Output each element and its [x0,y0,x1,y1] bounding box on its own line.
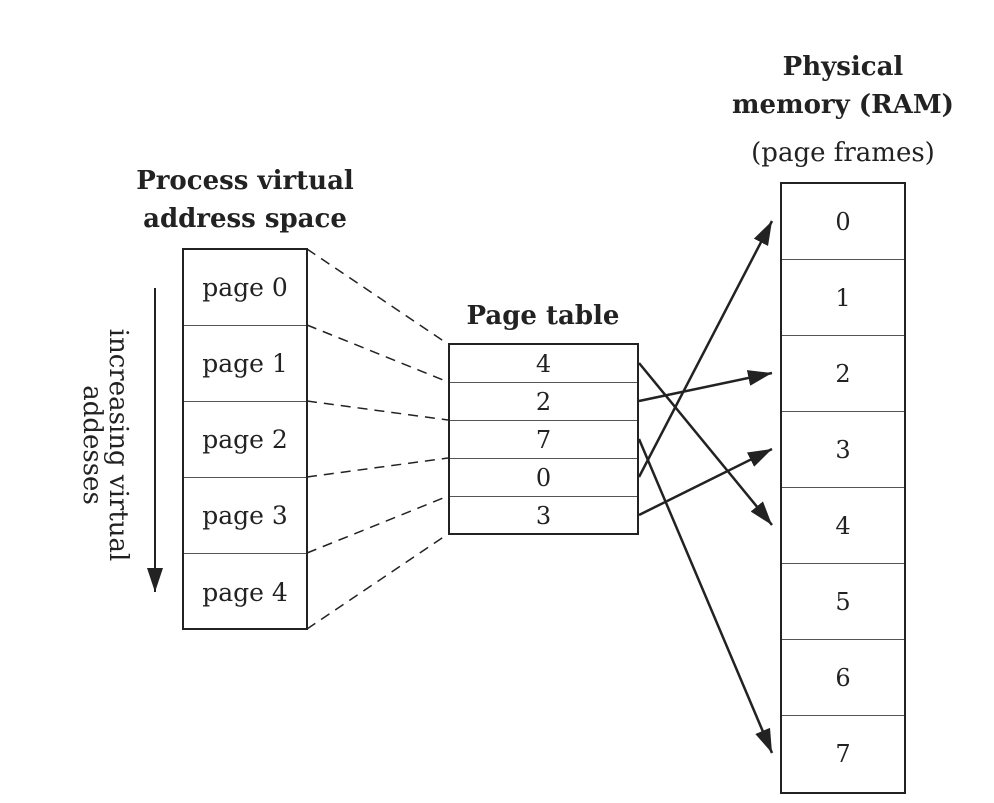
frame-1: 1 [782,260,904,336]
virtual-to-table-dashes [306,248,449,630]
physical-memory-title-line2: memory (RAM) [732,90,954,120]
direction-label-line1: increasing virtual [103,328,133,562]
dash-line-4 [306,495,449,554]
frame-5: 5 [782,564,904,640]
physical-memory-title: Physical memory (RAM) [730,48,956,124]
mapping-arrow-page-1-to-frame-2 [638,370,773,403]
frame-3: 3 [782,412,904,488]
table-to-frame-arrows [637,220,774,754]
page-table-entry-4: 3 [535,502,552,530]
frame-0: 0 [782,184,904,260]
virtual-space-title-line2: address space [143,204,347,234]
page-table-entry-3: 0 [450,459,637,497]
virtual-space-title-line1: Process virtual [136,166,354,196]
dash-line-2 [306,400,449,421]
page-table-entry-2: 7 [450,421,637,459]
dash-line-5 [306,533,449,630]
virtual-page-4: page 4 [202,577,288,607]
mapping-arrow-page-3-to-frame-0 [637,220,774,478]
dash-line-3 [306,457,449,478]
virtual-page-1: page 1 [184,326,306,402]
frame-6: 6 [782,640,904,716]
mapping-arrow-page-4-to-frame-3 [638,447,773,517]
physical-memory: 0 1 2 3 4 5 6 7 [780,182,906,794]
page-table-entry-0: 4 [450,345,637,383]
frame-7: 7 [835,740,851,768]
page-table: 4 2 7 0 3 [448,343,639,535]
frame-2: 2 [782,336,904,412]
direction-label-line2: addesses [77,385,107,505]
mapping-arrow-page-0-to-frame-4 [638,362,773,526]
frame-4: 4 [782,488,904,564]
virtual-page-2: page 2 [184,402,306,478]
physical-memory-title-line1: Physical [782,52,904,82]
physical-memory-subtitle: (page frames) [751,138,935,168]
virtual-address-space: page 0 page 1 page 2 page 3 page 4 [182,248,308,630]
mapping-arrow-page-2-to-frame-7 [637,438,774,754]
page-table-entry-1: 2 [450,383,637,421]
virtual-page-0: page 0 [184,250,306,326]
virtual-page-3: page 3 [184,478,306,554]
page-table-title: Page table [466,301,620,331]
virtual-space-title: Process virtual address space [120,162,370,238]
dash-line-0 [306,248,449,345]
dash-line-1 [306,324,449,383]
